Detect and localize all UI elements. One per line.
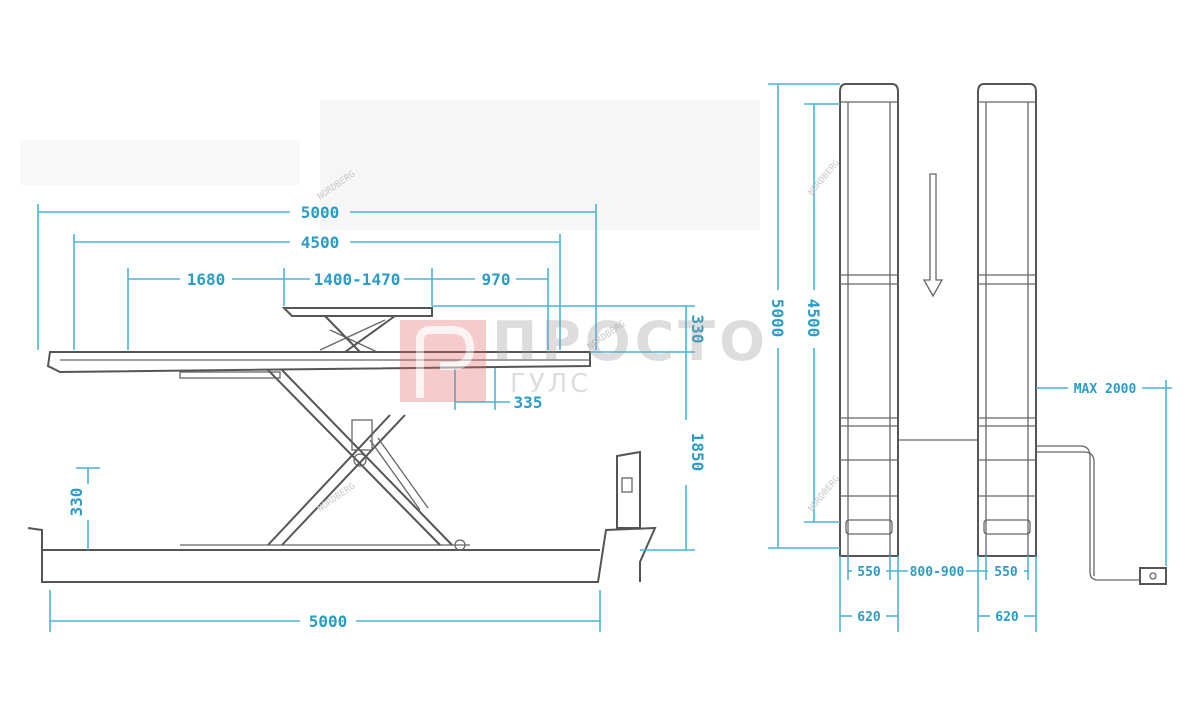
right-track — [977, 83, 1037, 557]
logo-sub-text: ГУЛС — [510, 369, 591, 399]
dim-overall-length: 5000 — [301, 203, 340, 222]
direction-arrow-icon — [922, 173, 944, 298]
platform-underside — [179, 371, 281, 379]
control-box — [1139, 567, 1167, 585]
top-view — [839, 83, 1167, 585]
aux-platform — [281, 307, 433, 317]
dim-front-section: 1680 — [187, 270, 226, 289]
dim-track-spacing: 800-900 — [910, 565, 965, 580]
control-panel — [621, 477, 633, 493]
watermarks: NORDBERG NORDBERG NORDBERG NORDBERG NORD… — [316, 158, 842, 514]
dim-base-height: 330 — [67, 488, 86, 517]
logo-main-text: ПРОСТО — [492, 310, 769, 373]
brand-watermark-5: NORDBERG — [807, 474, 843, 514]
base-frame — [27, 526, 657, 583]
dim-aux-height: 330 — [688, 315, 707, 344]
site-logo: ПРОСТО ГУЛС — [400, 310, 769, 402]
dim-rear-section: 970 — [482, 270, 511, 289]
dim-track-width-right: 550 — [994, 565, 1018, 580]
dim-max-height: 1850 — [688, 433, 707, 472]
control-cable — [1036, 445, 1140, 581]
control-column — [616, 450, 641, 529]
dim-outer-width-left: 620 — [857, 610, 881, 625]
dim-outer-width-right: 620 — [995, 610, 1019, 625]
dim-inner-length: 4500 — [804, 299, 823, 338]
side-view — [27, 307, 657, 583]
dim-platform-length: 4500 — [301, 233, 340, 252]
dim-offset: 335 — [514, 393, 543, 412]
left-track — [839, 83, 899, 557]
dim-cable-length: MAX 2000 — [1074, 382, 1137, 397]
dim-outer-length: 5000 — [768, 299, 787, 338]
dim-base-length: 5000 — [309, 612, 348, 631]
main-platform — [46, 351, 591, 374]
brand-watermark-4: NORDBERG — [807, 158, 843, 198]
side-view-dimensions: 5000 4500 1680 1400-1470 970 330 1850 33… — [37, 203, 707, 632]
top-view-dimensions: 5000 4500 550 800-900 550 620 620 MAX — [768, 83, 1172, 632]
dim-middle-section: 1400-1470 — [314, 270, 401, 289]
faint-background-text — [20, 100, 760, 230]
dim-track-width-left: 550 — [857, 565, 881, 580]
